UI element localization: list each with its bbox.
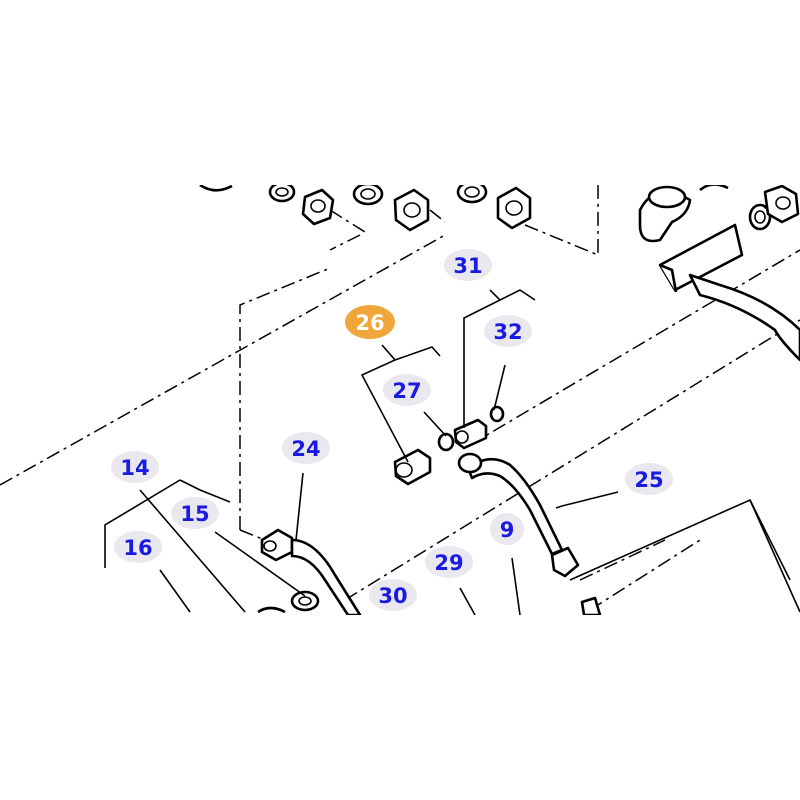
callout-29[interactable]: 29 <box>425 546 473 578</box>
callout-16-label: 16 <box>123 536 152 560</box>
callout-26[interactable]: 26 <box>345 305 395 339</box>
callout-24-label: 24 <box>291 437 320 461</box>
callout-27-bubble <box>383 374 431 406</box>
callout-16[interactable]: 16 <box>114 531 162 563</box>
callout-29-bubble <box>425 546 473 578</box>
callout-30-label: 30 <box>378 584 407 608</box>
callout-29-label: 29 <box>434 551 463 575</box>
callout-32[interactable]: 32 <box>484 315 532 347</box>
callout-15-label: 15 <box>180 502 209 526</box>
callout-24[interactable]: 24 <box>282 432 330 464</box>
pipe-24 <box>257 528 362 615</box>
bottom-right-parts <box>569 498 800 615</box>
callout-15[interactable]: 15 <box>171 497 219 529</box>
callout-15-bubble <box>171 497 219 529</box>
callout-14[interactable]: 14 <box>111 451 159 483</box>
callout-31-label: 31 <box>453 254 482 278</box>
callout-27-label: 27 <box>392 379 421 403</box>
callout-30-bubble <box>369 579 417 611</box>
callout-25-label: 25 <box>634 468 663 492</box>
leader-lines <box>104 289 619 615</box>
callout-16-bubble <box>114 531 162 563</box>
callout-31[interactable]: 31 <box>444 249 492 281</box>
callout-24-bubble <box>282 432 330 464</box>
callout-14-bubble <box>111 451 159 483</box>
center-fittings <box>393 405 505 486</box>
callout-9-bubble <box>490 513 524 545</box>
callout-25-bubble <box>625 463 673 495</box>
callout-32-label: 32 <box>493 320 522 344</box>
callout-9-label: 9 <box>500 518 515 542</box>
callout-31-bubble <box>444 249 492 281</box>
callout-30[interactable]: 30 <box>369 579 417 611</box>
callout-26-bubble <box>345 305 395 339</box>
callout-9[interactable]: 9 <box>490 513 524 545</box>
centerlines <box>0 185 800 611</box>
pipe-25 <box>457 452 580 578</box>
callout-25[interactable]: 25 <box>625 463 673 495</box>
top-fittings <box>199 185 532 232</box>
callout-14-label: 14 <box>120 456 149 480</box>
valve-block-assembly <box>638 185 800 362</box>
callout-26-label: 26 <box>355 311 384 335</box>
callout-27[interactable]: 27 <box>383 374 431 406</box>
callout-32-bubble <box>484 315 532 347</box>
